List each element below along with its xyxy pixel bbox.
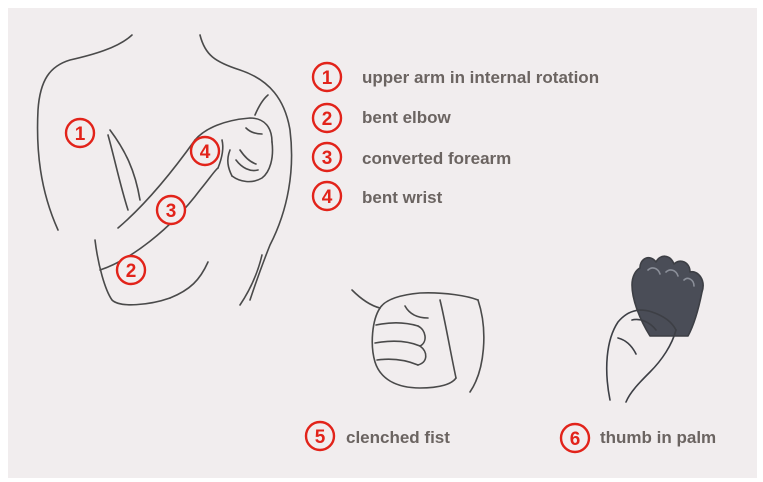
legend-item-1: 1 upper arm in internal rotation bbox=[313, 63, 599, 91]
legend-number-2: 2 bbox=[322, 109, 333, 130]
legend-number-3: 3 bbox=[322, 148, 333, 169]
torso-arm-drawing bbox=[38, 35, 292, 305]
arm-marker-3-label: 3 bbox=[166, 201, 177, 222]
hand-number-5: 5 bbox=[315, 427, 326, 448]
legend-item-2: 2 bent elbow bbox=[313, 104, 452, 132]
arm-marker-2: 2 bbox=[117, 256, 145, 284]
legend-number-1: 1 bbox=[322, 68, 333, 89]
hand-item-5: 5 clenched fist bbox=[306, 422, 450, 450]
legend-item-4: 4 bent wrist bbox=[313, 182, 443, 210]
hand-item-6: 6 thumb in palm bbox=[561, 424, 716, 452]
legend-text-4: bent wrist bbox=[362, 188, 443, 207]
clenched-fist-drawing bbox=[352, 290, 484, 392]
legend-text-1: upper arm in internal rotation bbox=[362, 68, 599, 87]
legend-number-4: 4 bbox=[322, 187, 333, 208]
arm-marker-4: 4 bbox=[191, 137, 219, 165]
legend-text-3: converted forearm bbox=[362, 149, 511, 168]
arm-marker-2-label: 2 bbox=[126, 261, 137, 282]
arm-marker-1: 1 bbox=[66, 119, 94, 147]
arm-marker-3: 3 bbox=[157, 196, 185, 224]
hand-text-6: thumb in palm bbox=[600, 428, 716, 447]
hand-text-5: clenched fist bbox=[346, 428, 450, 447]
arm-marker-4-label: 4 bbox=[200, 142, 211, 163]
legend-text-2: bent elbow bbox=[362, 108, 452, 127]
hand-number-6: 6 bbox=[570, 429, 581, 450]
thumb-in-palm-drawing bbox=[607, 256, 703, 402]
arm-marker-1-label: 1 bbox=[75, 124, 86, 145]
legend-item-3: 3 converted forearm bbox=[313, 143, 511, 171]
